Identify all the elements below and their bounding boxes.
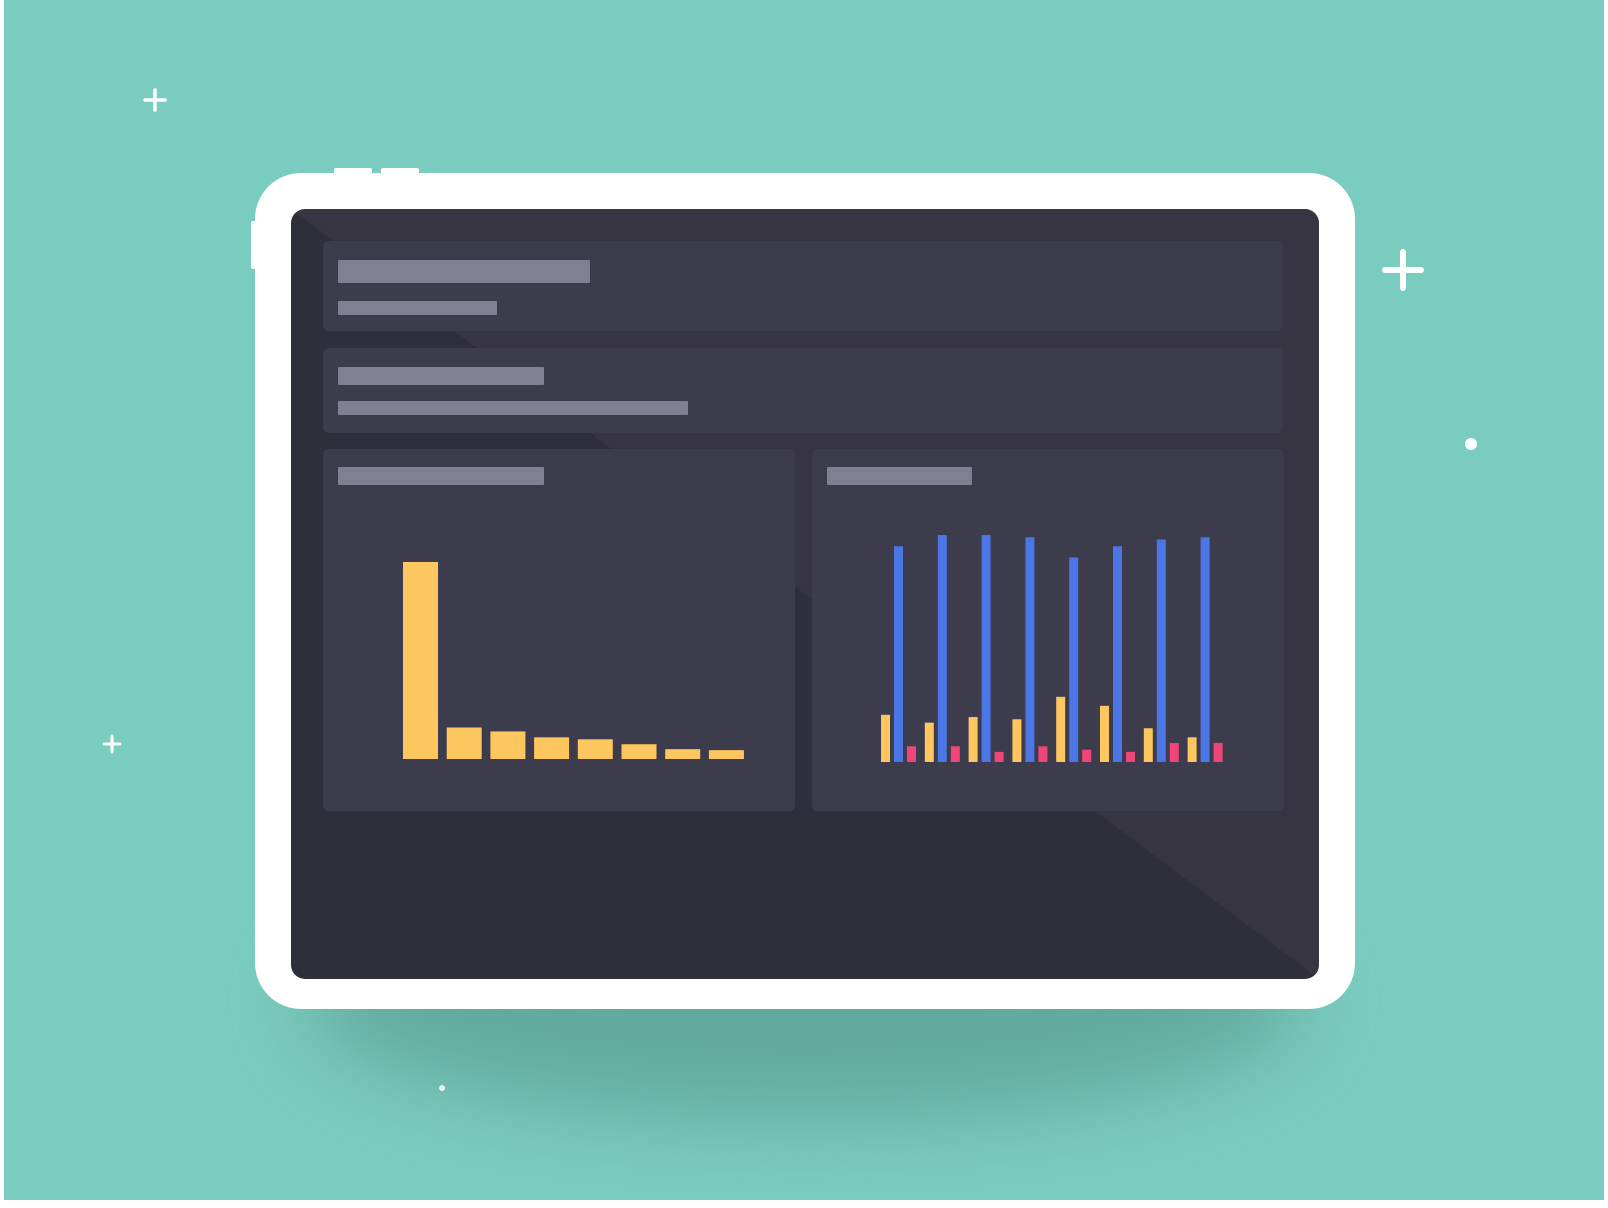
bar-chart-left (403, 562, 744, 759)
bar-4 (534, 737, 570, 759)
chart-title-placeholder (338, 467, 544, 485)
background-scene (4, 0, 1604, 1200)
bar-6 (621, 744, 657, 759)
chart-card-right (812, 449, 1284, 811)
bar-group-2-series-3 (950, 746, 960, 762)
bar-group-6-series-2 (1113, 546, 1122, 762)
plus-icon (1381, 248, 1425, 292)
bar-5 (577, 739, 613, 759)
info-card (323, 348, 1283, 433)
dot-icon (1464, 437, 1478, 451)
bar-group-3-series-3 (994, 751, 1004, 762)
bar-group-5-series-1 (1056, 696, 1066, 762)
heading-placeholder (338, 367, 544, 385)
bar-group-5-series-3 (1082, 749, 1092, 762)
bar-group-4-series-3 (1038, 746, 1048, 762)
power-button (251, 221, 259, 269)
plus-icon (143, 88, 167, 112)
volume-button (334, 168, 372, 176)
bar-group-3-series-2 (981, 535, 991, 762)
bar-group-6-series-1 (1100, 705, 1109, 762)
bar-3 (490, 731, 526, 759)
volume-button (381, 168, 419, 176)
tablet-screen (291, 209, 1319, 979)
bar-group-5-series-2 (1069, 557, 1079, 762)
bar-group-8-series-1 (1187, 737, 1197, 762)
bar-2 (446, 727, 482, 759)
bar-group-1-series-2 (894, 546, 903, 762)
bar-group-8-series-3 (1213, 742, 1223, 762)
bar-group-2-series-1 (924, 722, 934, 762)
bar-group-3-series-1 (968, 717, 978, 762)
bar-group-4-series-1 (1012, 719, 1022, 762)
grouped-bar-chart-right (881, 535, 1223, 762)
title-placeholder (338, 260, 590, 283)
bar-7 (665, 749, 701, 759)
bar-group-7-series-1 (1143, 728, 1153, 762)
bar-group-8-series-2 (1200, 537, 1210, 762)
bar-8 (708, 750, 744, 759)
bar-group-2-series-2 (937, 535, 947, 762)
bar-group-7-series-3 (1169, 742, 1179, 762)
subtitle-placeholder (338, 301, 497, 315)
bar-group-4-series-2 (1025, 537, 1035, 762)
tablet-device (251, 168, 1355, 1009)
plus-icon (102, 734, 122, 754)
bar-1 (403, 562, 438, 759)
chart-card-left (323, 449, 795, 811)
bar-group-1-series-3 (907, 746, 916, 762)
text-placeholder (338, 401, 688, 415)
bar-group-7-series-2 (1156, 539, 1166, 762)
header-card (323, 241, 1283, 331)
chart-title-placeholder (827, 467, 972, 485)
bar-group-1-series-1 (881, 714, 890, 762)
dot-icon (438, 1084, 446, 1092)
bar-group-6-series-3 (1126, 751, 1135, 762)
